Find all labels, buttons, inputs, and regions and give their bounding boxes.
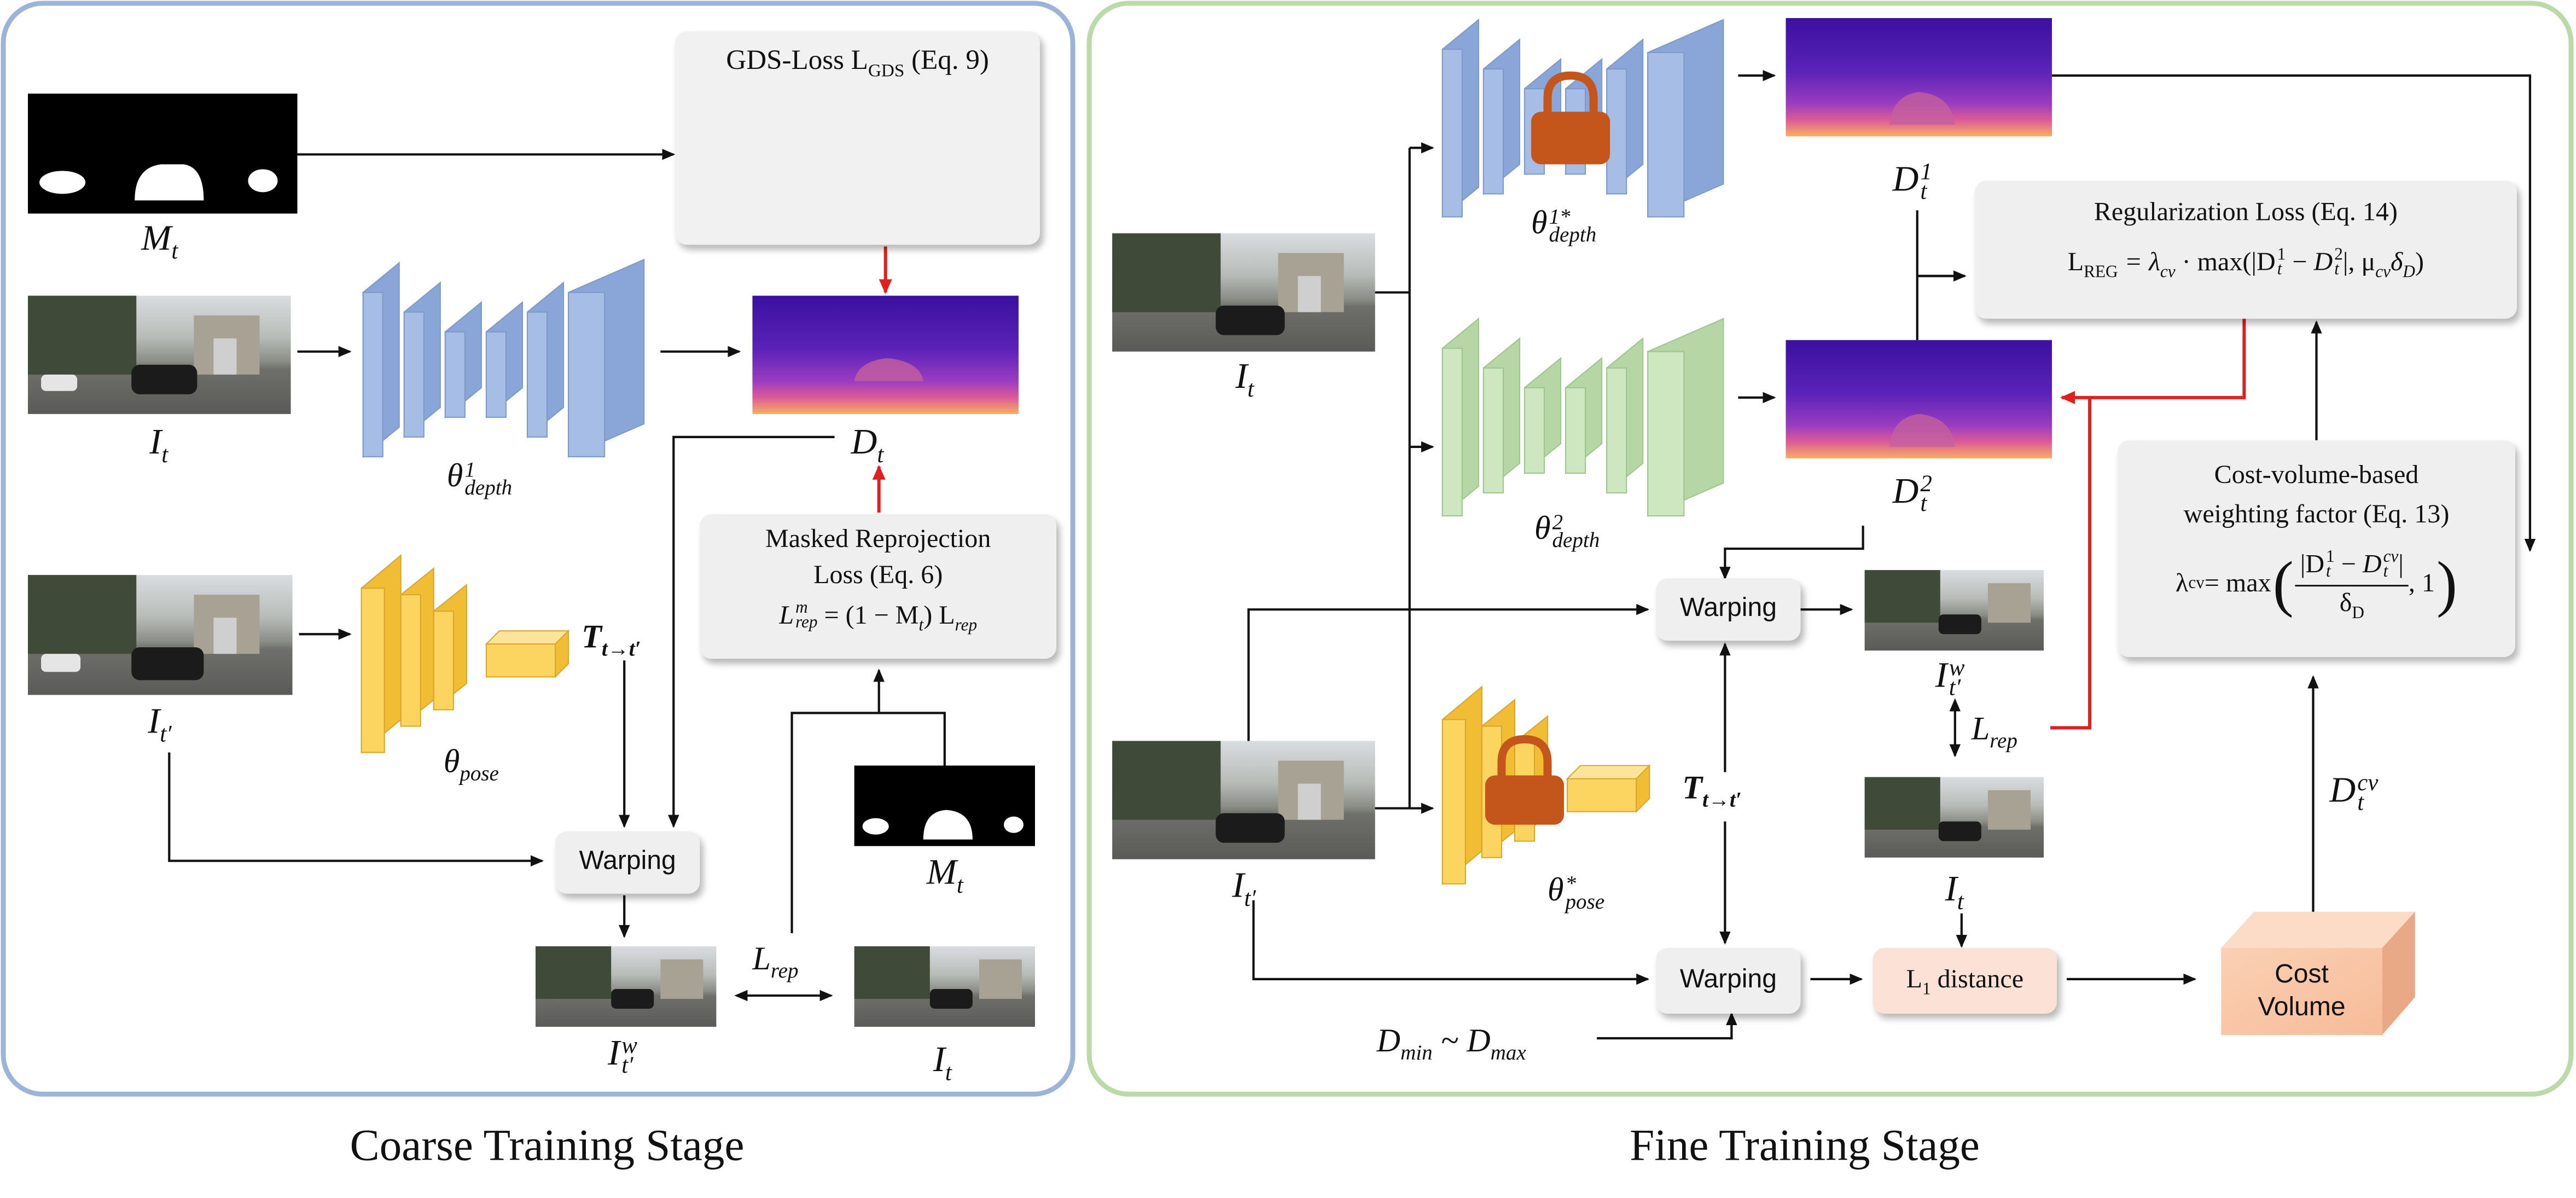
warping-label-coarse: Warping — [579, 847, 676, 876]
fine-stage-caption: Fine Training Stage — [1630, 1120, 1980, 1170]
masked-reproj-line2: Loss (Eq. 6) — [813, 562, 943, 590]
pose-net-coarse — [360, 554, 570, 754]
l1-distance-label: L1 distance — [1906, 966, 2024, 999]
label-pose-net-coarse: θpose — [443, 744, 499, 786]
depth-net-coarse — [362, 258, 645, 458]
arrow-d1-to-costweight — [2051, 74, 2536, 553]
arrow-d2-to-warping-top — [1719, 526, 1864, 580]
label-pose-net-frozen: θ*pose — [1548, 871, 1605, 914]
photo-warped-coarse — [536, 946, 717, 1027]
warping-box-coarse: Warping — [555, 831, 700, 894]
l1-distance-box: L1 distance — [1873, 947, 2057, 1014]
red-arrow-reg-to-d2 — [2060, 318, 2246, 404]
masked-reproj-line1: Masked Reprojection — [765, 526, 991, 554]
photo-itp-coarse — [28, 575, 293, 695]
depth-map-coarse — [752, 295, 1019, 414]
lock-icon — [1485, 735, 1565, 825]
mask-image-top — [28, 94, 298, 214]
label-mask-top: Mt — [141, 217, 178, 265]
warping-label-fine-top: Warping — [1679, 595, 1777, 623]
cost-weight-box: Cost-volume-based weighting factor (Eq. … — [2118, 440, 2515, 658]
label-it-fine: It — [1235, 354, 1254, 403]
arrow-itp-to-warping-top — [1247, 603, 1650, 741]
line-lrep-to-mrep — [790, 712, 879, 933]
reg-loss-title: Regularization Loss (Eq. 14) — [2094, 199, 2398, 227]
mask-image-bottom — [854, 765, 1036, 846]
label-itp-coarse: It′ — [148, 700, 172, 748]
label-lrep-fine: Lrep — [1971, 711, 2017, 753]
red-line-lrep-to-reg — [2050, 397, 2092, 730]
warping-box-fine-bottom: Warping — [1656, 947, 1801, 1014]
label-T-coarse: Tt→t′ — [582, 619, 641, 661]
label-mask-bottom: Mt — [926, 851, 963, 899]
depth-net-2 — [1441, 317, 1724, 517]
fine-stage-border — [1086, 1, 2574, 1097]
cost-volume-label: Cost Volume — [2258, 961, 2346, 1022]
coarse-stage-caption: Coarse Training Stage — [350, 1120, 745, 1170]
gds-loss-box: GDS-Loss LGDS (Eq. 9) — [675, 31, 1040, 245]
label-lrep-coarse: Lrep — [752, 941, 799, 982]
photo-warped-fine — [1864, 570, 2044, 651]
label-it-coarse: It — [149, 420, 168, 469]
arrow-itp-to-warping-coarse — [168, 752, 544, 866]
cost-weight-line1: Cost-volume-based — [2214, 461, 2419, 490]
cost-volume-cube — [2221, 911, 2415, 1036]
lock-icon — [1531, 71, 1610, 165]
photo-it-coarse — [28, 295, 291, 414]
arrow-itp-to-warping-bottom — [1252, 900, 1650, 985]
depth-map-d2 — [1786, 340, 2052, 458]
label-dminmax: Dmin ~ Dmax — [1376, 1023, 1526, 1065]
regularization-loss-box: Regularization Loss (Eq. 14) LREG = λcv … — [1974, 181, 2517, 319]
photo-target-coarse — [854, 946, 1036, 1027]
photo-itp-fine — [1112, 741, 1375, 859]
arrow-dt-to-warping-coarse — [668, 435, 835, 828]
photo-it-fine — [1112, 233, 1375, 352]
label-target-fine: It — [1945, 867, 1964, 916]
label-dt-coarse: Dt — [851, 420, 884, 469]
warping-label-fine-bottom: Warping — [1679, 966, 1777, 994]
arrow-dminmax-to-warping — [1597, 1011, 1737, 1040]
label-T-fine: Tt→t′ — [1682, 770, 1742, 812]
depth-map-d1 — [1786, 18, 2052, 137]
label-target-coarse: It — [933, 1038, 952, 1087]
cost-weight-line2: weighting factor (Eq. 13) — [2183, 501, 2450, 530]
line-it-fine-branch — [1375, 148, 1411, 447]
arrow-mask-to-mrep — [873, 668, 946, 766]
coarse-stage-border — [1, 1, 1075, 1097]
label-itp-fine: It′ — [1232, 864, 1256, 912]
gds-loss-title: GDS-Loss LGDS (Eq. 9) — [726, 44, 989, 82]
photo-target-fine — [1864, 777, 2044, 858]
warping-box-fine-top: Warping — [1656, 578, 1801, 641]
